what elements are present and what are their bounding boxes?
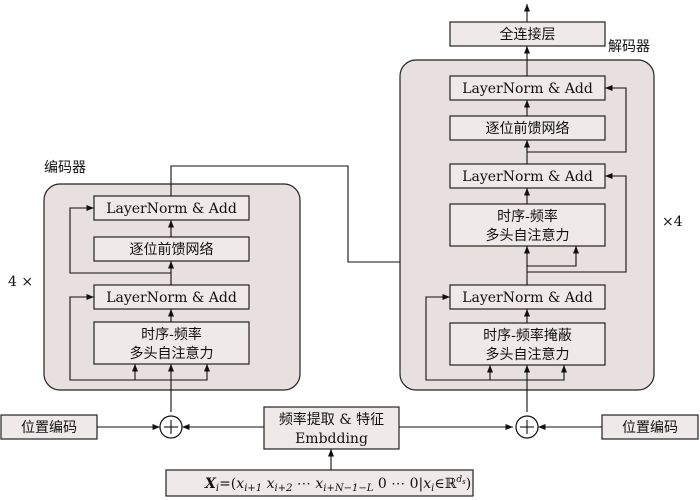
decoder-layernorm-top-label: LayerNorm & Add [462, 81, 593, 97]
decoder-pos-encoding-label: 位置编码 [622, 420, 678, 436]
input-formula-box [165, 469, 474, 497]
dec-residual-mid [527, 172, 627, 273]
encoder-attention-line2: 多头自注意力 [130, 345, 214, 362]
input-formula: Xi=(xi+1 xi+2 ⋯ xi+N−1−L 0 ⋯ 0|xi∈ℝds) [204, 475, 471, 494]
dec-residual-bottom [425, 293, 527, 381]
dec-arrow-input-right [527, 365, 568, 381]
embedding-line2: Embdding [295, 431, 368, 447]
decoder-layernorm-top [449, 75, 606, 101]
encoder-ffn-label: 逐位前馈网络 [130, 241, 214, 258]
decoder-layernorm-bottom-label: LayerNorm & Add [462, 290, 593, 306]
decoder-fc-label: 全连接层 [500, 26, 556, 43]
encoder-layernorm-top-label: LayerNorm & Add [106, 201, 237, 217]
decoder-masked-attention-line1: 时序-频率掩蔽 [483, 327, 572, 344]
encoder-layernorm-bottom-label: LayerNorm & Add [106, 290, 237, 306]
enc-residual-top [69, 204, 171, 274]
decoder-cross-attention [449, 203, 606, 247]
encoder-title: 编码器 [44, 160, 86, 176]
enc-arrow-input-right [171, 364, 211, 381]
enc-residual-bottom [69, 293, 171, 381]
decoder-ffn [449, 115, 606, 141]
encoder-layernorm-bottom [93, 284, 250, 310]
decoder-repeat-label: ×4 [662, 214, 683, 230]
encoder-repeat-label: 4 × [8, 274, 33, 290]
decoder-layernorm-mid [449, 163, 606, 189]
dec-residual-top [527, 84, 627, 153]
encoder-attention-line1: 时序-频率 [141, 326, 202, 343]
encoder-pos-encoding-label: 位置编码 [21, 420, 77, 436]
decoder-cross-attention-line2: 多头自注意力 [486, 227, 570, 244]
encoder-layernorm-top [93, 195, 250, 221]
embedding-line1: 频率提取 & 特征 [279, 411, 384, 428]
decoder-masked-attention [449, 322, 606, 366]
decoder-title: 解码器 [608, 39, 650, 55]
decoder-layernorm-mid-label: LayerNorm & Add [462, 169, 593, 185]
decoder-masked-attention-line2: 多头自注意力 [486, 346, 570, 363]
decoder-ffn-label: 逐位前馈网络 [486, 120, 570, 137]
embedding-box [263, 406, 400, 450]
decoder-cross-attention-line1: 时序-频率 [497, 208, 558, 225]
dec-arrow-ln-to-cross-right [527, 246, 580, 267]
